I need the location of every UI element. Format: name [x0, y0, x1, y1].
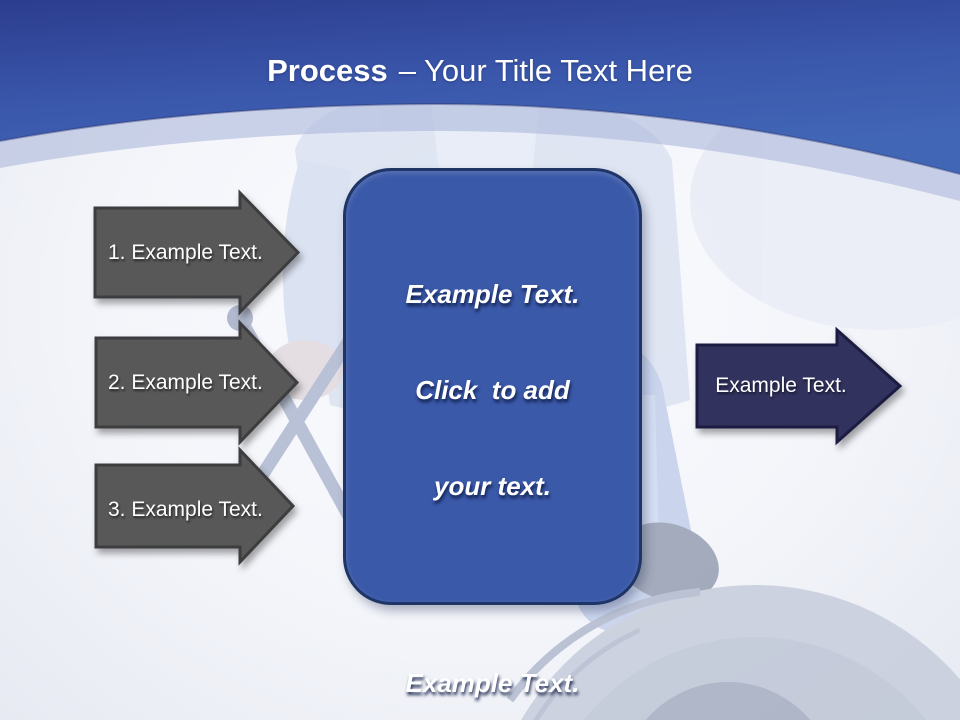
output-arrow-shape[interactable] [695, 326, 903, 446]
slide-title-emphasis: Process [267, 53, 388, 88]
slide-title-rest: – Your Title Text Here [398, 53, 693, 88]
slide-title[interactable]: Process – Your Title Text Here [0, 52, 960, 89]
output-arrow-label[interactable]: Example Text. [715, 374, 847, 397]
step-arrow-3-shape[interactable] [94, 446, 296, 566]
text-placeholder-1[interactable]: Example Text. Click to add your text. [360, 214, 625, 566]
step-arrow-3-label[interactable]: 3. Example Text. [108, 497, 263, 521]
text-placeholder-2[interactable]: Example Text. Click to add your text. [360, 603, 625, 720]
step-arrow-2-label[interactable]: 2. Example Text. [108, 370, 263, 394]
step-arrow-2-shape[interactable] [94, 319, 300, 446]
step-arrow-1-label[interactable]: 1. Example Text. [108, 240, 263, 264]
placeholder-1-line-1: Example Text. [405, 279, 580, 309]
center-text-box[interactable]: Example Text. Click to add your text. Ex… [343, 168, 642, 698]
placeholder-1-line-3: your text. [433, 471, 552, 501]
step-arrow-1-shape[interactable] [93, 189, 301, 316]
placeholder-1-line-2: Click to add [415, 375, 570, 405]
tire-graphic [506, 585, 960, 720]
placeholder-2-line-1: Example Text. [405, 668, 580, 698]
